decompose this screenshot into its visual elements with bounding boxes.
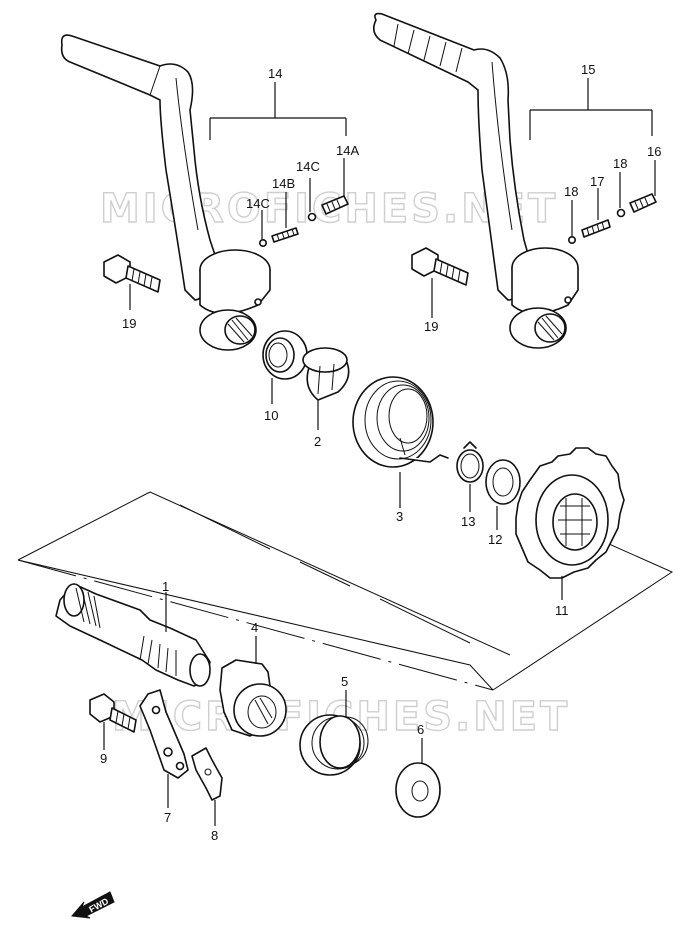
washer-12 (485, 459, 521, 505)
leader-lines (103, 78, 656, 826)
callout-5: 5 (341, 674, 348, 689)
ratchet-4 (219, 659, 287, 737)
washer-6 (395, 762, 441, 818)
callout-7: 7 (164, 810, 171, 825)
guide-plate-7 (139, 689, 189, 779)
kick-shaft-1 (55, 583, 211, 687)
callout-14: 14 (268, 66, 282, 81)
callout-8: 8 (211, 828, 218, 843)
circlip-13 (456, 441, 484, 483)
callout-10: 10 (264, 408, 278, 423)
callout-11: 11 (555, 603, 569, 618)
callout-16: 16 (647, 144, 661, 159)
callout-6: 6 (417, 722, 424, 737)
fwd-arrow-icon: FWD (71, 891, 115, 919)
kick-starter-lever-right (372, 12, 579, 349)
kick-starter-lever-left (60, 34, 271, 351)
callout-15: 15 (581, 62, 595, 77)
bolt-19-left (103, 254, 161, 293)
assembly-outline (17, 491, 674, 691)
callout-2: 2 (314, 434, 321, 449)
callout-14b: 14B (272, 176, 295, 191)
ratchet-spring-5 (299, 714, 369, 776)
callout-3: 3 (396, 509, 403, 524)
callout-18-lower: 18 (564, 184, 578, 199)
callout-18-upper: 18 (613, 156, 627, 171)
callout-14a: 14A (336, 143, 359, 158)
callout-14c-lower: 14C (246, 196, 270, 211)
callout-14c-upper: 14C (296, 159, 320, 174)
callout-17: 17 (590, 174, 604, 189)
return-spring-3 (352, 376, 449, 468)
lever-right-small-parts (567, 193, 657, 245)
callout-4: 4 (251, 620, 258, 635)
callout-13: 13 (461, 514, 475, 529)
callout-9: 9 (100, 751, 107, 766)
lever-left-small-parts (258, 195, 349, 248)
bolt-9 (89, 693, 137, 733)
bushing-2 (302, 347, 350, 401)
pawl-8 (191, 747, 223, 801)
oil-seal-10 (262, 330, 308, 380)
callout-19-left: 19 (122, 316, 136, 331)
callout-12: 12 (488, 532, 502, 547)
kick-idle-gear-11 (515, 447, 625, 579)
callout-1: 1 (162, 579, 169, 594)
callout-19-right: 19 (424, 319, 438, 334)
bolt-19-right (411, 247, 469, 286)
